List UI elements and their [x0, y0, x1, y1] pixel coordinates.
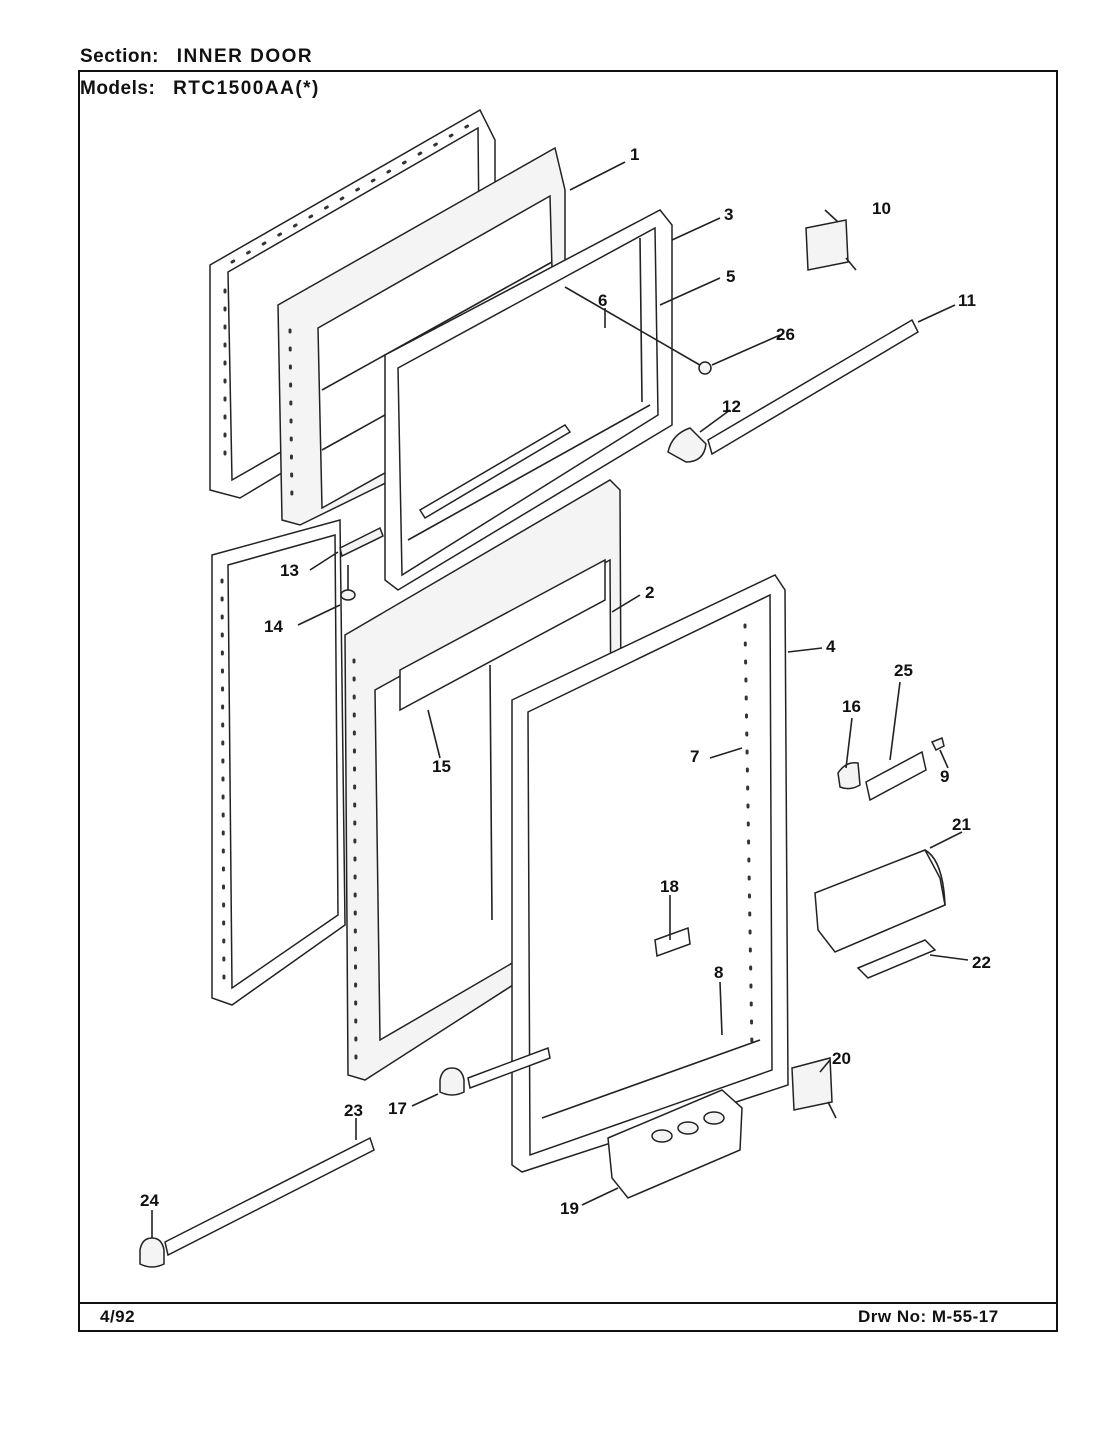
end-cap-24: [139, 1237, 165, 1268]
callout-13: 13: [280, 561, 299, 580]
screw-leader-line: [564, 286, 706, 369]
callout-3: 3: [724, 205, 733, 224]
freezer-shelf-bar: [418, 424, 572, 520]
bin-tray-22: [856, 939, 937, 979]
door-bin-21: [814, 849, 946, 953]
models-label: Models:: [80, 78, 156, 99]
hinge-cover-10: [805, 219, 857, 271]
leader-lines: [151, 161, 969, 1238]
callout-5: 5: [726, 267, 735, 286]
callout-18: 18: [660, 877, 679, 896]
callout-9: 9: [940, 767, 949, 786]
fresh-food-door-gasket: [511, 574, 789, 1173]
screw-26: [698, 361, 712, 375]
fresh-food-outer-door-panel: [211, 519, 346, 1006]
footer-date: 4/92: [100, 1307, 136, 1326]
section-label: Section:: [80, 46, 159, 67]
end-cap-17: [439, 1067, 465, 1096]
callout-1: 1: [630, 145, 639, 164]
callout-25: 25: [894, 661, 913, 680]
callout-14: 14: [264, 617, 283, 636]
callout-22: 22: [972, 953, 991, 972]
callout-17: 17: [388, 1099, 407, 1118]
callout-26: 26: [776, 325, 795, 344]
trim-strip-11: [707, 318, 919, 456]
callout-7: 7: [690, 747, 699, 766]
models-line: Models: RTC1500AA(*): [80, 78, 320, 100]
shelf-bar-lower: [467, 1046, 551, 1090]
callout-24: 24: [140, 1191, 159, 1210]
callout-12: 12: [722, 397, 741, 416]
callout-4: 4: [826, 637, 836, 656]
callout-10: 10: [872, 199, 891, 218]
section-line: Section: INNER DOOR: [80, 46, 313, 68]
clip-9: [930, 736, 945, 752]
trim-piece-13: [339, 526, 384, 558]
callout-19: 19: [560, 1199, 579, 1218]
callout-23: 23: [344, 1101, 363, 1120]
diagram-frame: [78, 70, 1058, 1332]
footer-drawing-number: Drw No: M-55-17: [858, 1307, 999, 1326]
end-cap-12: [667, 427, 707, 463]
callout-21: 21: [952, 815, 971, 834]
dairy-bin-19: [607, 1089, 743, 1199]
trim-strip-23: [164, 1136, 375, 1257]
callout-20: 20: [832, 1049, 851, 1068]
callout-8: 8: [714, 963, 723, 982]
section-value: INNER DOOR: [176, 46, 314, 67]
callout-15: 15: [432, 757, 451, 776]
callout-2: 2: [645, 583, 654, 602]
callout-16: 16: [842, 697, 861, 716]
callout-6: 6: [598, 291, 607, 310]
callout-11: 11: [958, 291, 976, 310]
screw-14: [340, 565, 356, 601]
models-value: RTC1500AA(*): [173, 78, 320, 99]
footer-divider: [78, 1302, 1058, 1304]
hinge-cover-20: [791, 1057, 837, 1119]
trim-strip-25: [865, 750, 927, 802]
shelf-bar-18: [654, 926, 691, 958]
end-cap-16: [837, 761, 861, 790]
